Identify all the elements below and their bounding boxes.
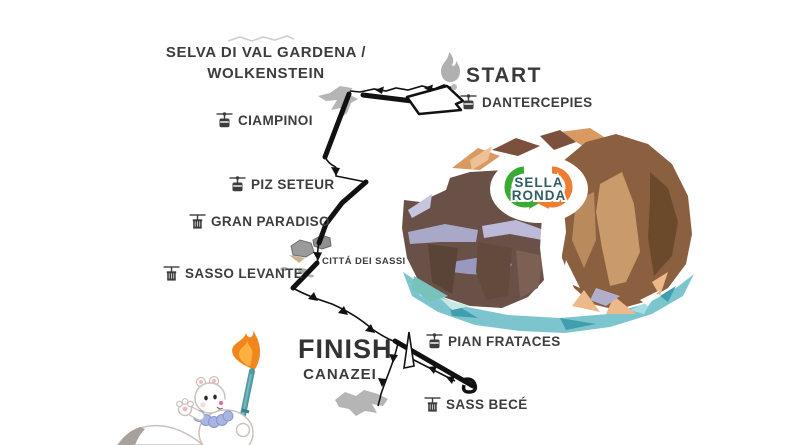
finish-town-label: CANAZEI [303,366,377,383]
chairlift-icon [424,397,441,412]
logo-word-2: RONDA [512,188,567,203]
station-label: CIAMPINOI [238,112,313,128]
gondola-icon [460,94,477,110]
start-label: START [466,64,542,87]
lift-pylon [403,331,415,370]
station-label: SASS BECÉ [446,396,528,412]
village-title-line2: WOLKENSTEIN [207,65,325,82]
station-gran-paradiso: GRAN PARADISO [189,212,330,230]
station-dantercepies: DANTERCEPIES [460,93,593,111]
faint-trail-line [227,35,295,42]
chairlift-icon [163,266,180,281]
station-label: SASSO LEVANTE [185,265,304,281]
station-piz-seteur: PIZ SETEUR [229,175,335,193]
station-sass-bece: SASS BECÉ [424,395,528,413]
station-sasso-levante: SASSO LEVANTE [163,264,303,282]
lift-end-loop [461,377,478,394]
gondola-icon [229,176,246,192]
chairlift-icon [189,214,206,229]
station-label: PIAN FRATACES [448,333,561,349]
gondola-icon [426,333,443,349]
station-label: GRAN PARADISO [211,213,330,229]
station-label: PIZ SETEUR [251,176,335,192]
route-arrowheads [308,84,455,387]
sella-massif-illustration [402,128,694,333]
mascot-ermine [117,331,261,445]
canazei-town-silhouette [335,390,388,416]
start-gate [405,84,465,116]
sella-ronda-logo: SELLA RONDA [490,155,588,223]
gondola-icon [216,112,233,128]
landmark-label: CITTÁ DEI SASSI [322,256,406,267]
station-ciampinoi: CIAMPINOI [216,111,313,129]
finish-label: FINISH [298,334,393,364]
logo-orange-arrow [538,166,573,208]
station-pian-frataces: PIAN FRATACES [426,332,561,350]
station-label: DANTERCEPIES [482,94,593,110]
logo-word-1: SELLA [514,175,563,190]
village-title-line1: SELVA DI VAL GARDENA / [165,44,367,61]
logo-green-arrow [504,166,540,208]
start-flame-icon [441,52,460,90]
village-title: SELVA DI VAL GARDENA / WOLKENSTEIN [148,42,384,84]
